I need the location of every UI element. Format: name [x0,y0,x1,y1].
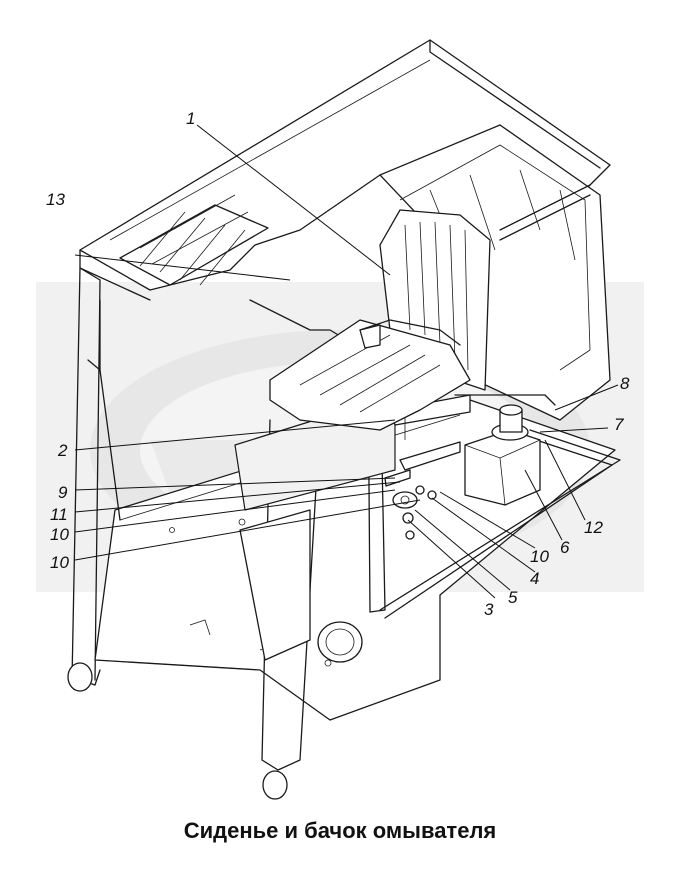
callout-8: 8 [620,374,630,393]
operator-seat [269,209,491,431]
callout-4: 4 [530,569,539,588]
figure-caption: Сиденье и бачок омывателя [183,818,497,843]
callout-10: 10 [530,547,549,566]
callout-5: 5 [508,588,518,607]
leader-lines [74,124,619,599]
callout-9: 9 [58,483,68,502]
washer-reservoir [454,394,556,506]
callout-13: 13 [46,190,65,209]
callout-labels: 1 2 3 4 5 6 7 8 9 10 11 12 13 10 10 [46,109,630,619]
callout-10c: 10 [50,553,69,572]
callout-3: 3 [484,600,494,619]
callout-10b: 10 [50,525,69,544]
callout-6: 6 [560,538,570,557]
callout-2: 2 [57,441,68,460]
callout-7: 7 [614,415,624,434]
callout-11: 11 [50,505,68,524]
callout-12: 12 [584,518,603,537]
callout-1: 1 [186,109,195,128]
